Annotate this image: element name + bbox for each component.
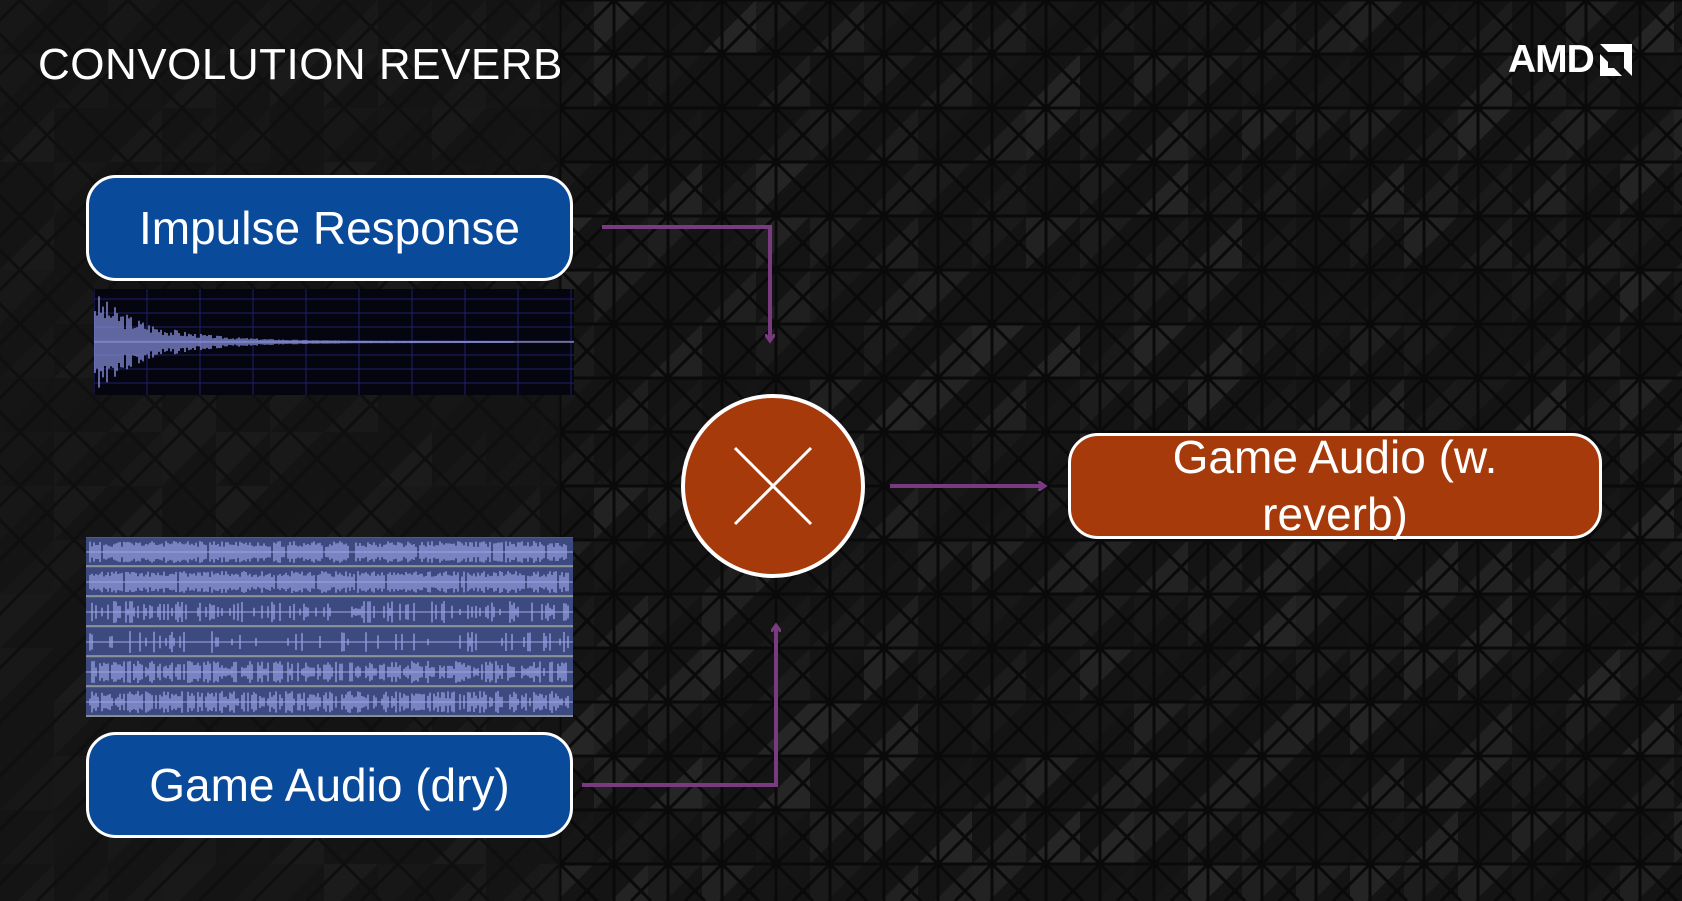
multiply-operator xyxy=(681,394,865,578)
amd-arrow-icon xyxy=(1599,44,1632,76)
amd-logo: AMD xyxy=(1508,38,1634,82)
impulse-response-box: Impulse Response xyxy=(86,175,573,281)
dry-audio-waveform xyxy=(86,537,573,717)
slide-title: CONVOLUTION REVERB xyxy=(38,40,563,89)
arrow-impulse-to-operator xyxy=(602,225,770,340)
impulse-response-waveform xyxy=(94,289,574,395)
logo-text: AMD xyxy=(1508,38,1595,81)
game-audio-reverb-box: Game Audio (w. reverb) xyxy=(1068,431,1602,540)
multiply-icon xyxy=(733,446,813,526)
game-audio-dry-box: Game Audio (dry) xyxy=(86,732,573,838)
arrow-dry-to-operator xyxy=(582,626,776,787)
